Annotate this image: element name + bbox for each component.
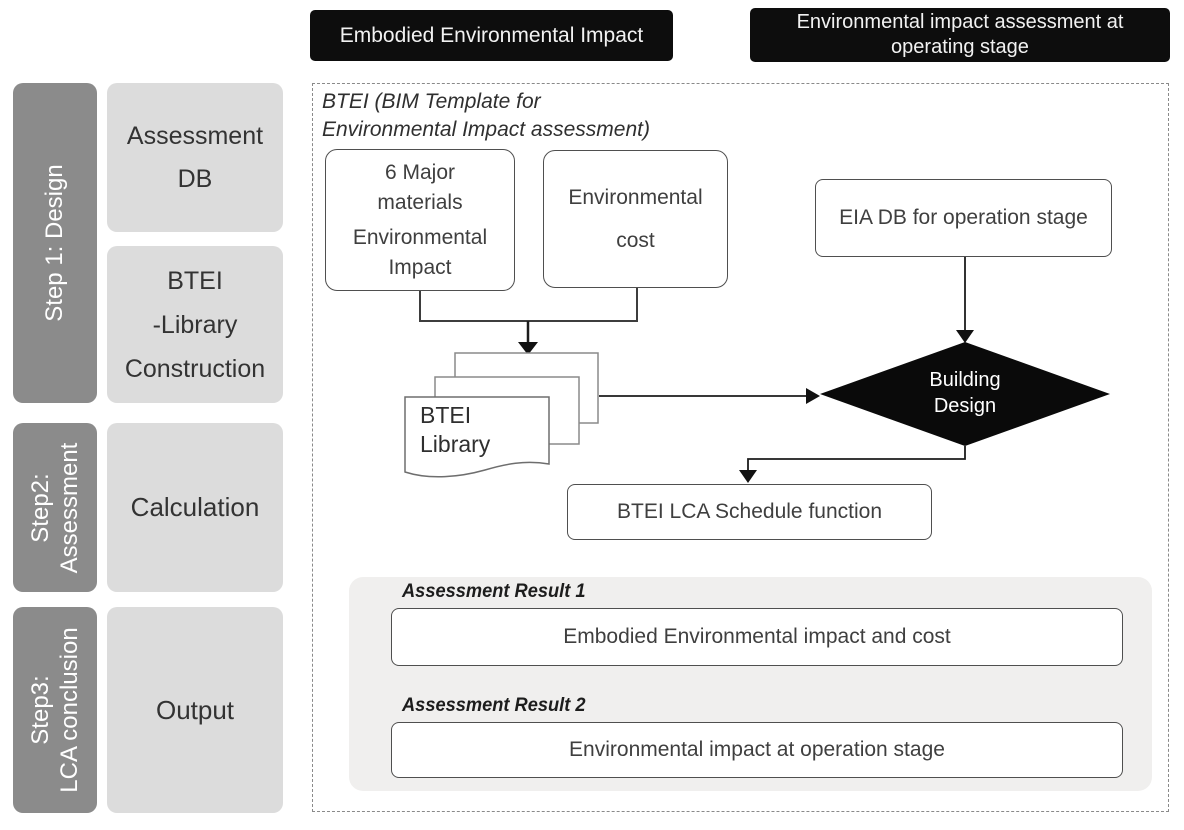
step1-label: Step 1: Design [41,164,68,322]
header-embodied-impact: Embodied Environmental Impact [310,10,673,61]
btei-library-construction-label: BTEI -Library Construction [124,266,266,383]
six-major-materials-box: 6 Major materials Environmental Impact [325,149,515,291]
calculation-label: Calculation [130,492,260,522]
step3-bar: Step3: LCA conclusion [13,607,97,813]
environmental-cost-box: Environmental cost [543,150,728,288]
six-major-materials-bottom: Environmental Impact [352,225,488,279]
assessment-result-1-box: Embodied Environmental impact and cost [391,608,1123,666]
assessment-result-2-box: Environmental impact at operation stage [391,722,1123,778]
assessment-result-1-label: Embodied Environmental impact and cost [563,625,951,648]
header-operating-stage: Environmental impact assessment at opera… [750,8,1170,62]
btei-caption: BTEI (BIM Template for Environmental Imp… [322,90,650,141]
header-operating-label: Environmental impact assessment at opera… [796,11,1124,58]
assessment-result-1-title: Assessment Result 1 [402,581,586,602]
output-label: Output [155,694,235,725]
assessment-db-label: Assessment DB [126,121,264,193]
btei-lca-schedule-box: BTEI LCA Schedule function [567,484,932,540]
environmental-cost-label: Environmental cost [568,186,703,252]
btei-library-doc-label: BTEI Library [420,402,491,457]
six-major-materials-top: 6 Major materials [377,160,463,214]
eia-db-box: EIA DB for operation stage [815,179,1112,257]
assessment-result-2-title: Assessment Result 2 [402,695,586,716]
step3-label: Step3: LCA conclusion [27,627,83,793]
assessment-db-box: Assessment DB [107,83,283,232]
btei-lca-schedule-label: BTEI LCA Schedule function [617,500,882,523]
btei-library-construction-box: BTEI -Library Construction [107,246,283,403]
assessment-result-2-label: Environmental impact at operation stage [569,738,945,761]
step1-bar: Step 1: Design [13,83,97,403]
building-design-diamond-label: Building Design [929,369,1001,417]
header-embodied-label: Embodied Environmental Impact [339,24,644,47]
eia-db-label: EIA DB for operation stage [839,206,1088,229]
step2-label: Step2: Assessment [27,442,83,573]
calculation-box: Calculation [107,423,283,592]
output-box: Output [107,607,283,813]
step2-bar: Step2: Assessment [13,423,97,592]
